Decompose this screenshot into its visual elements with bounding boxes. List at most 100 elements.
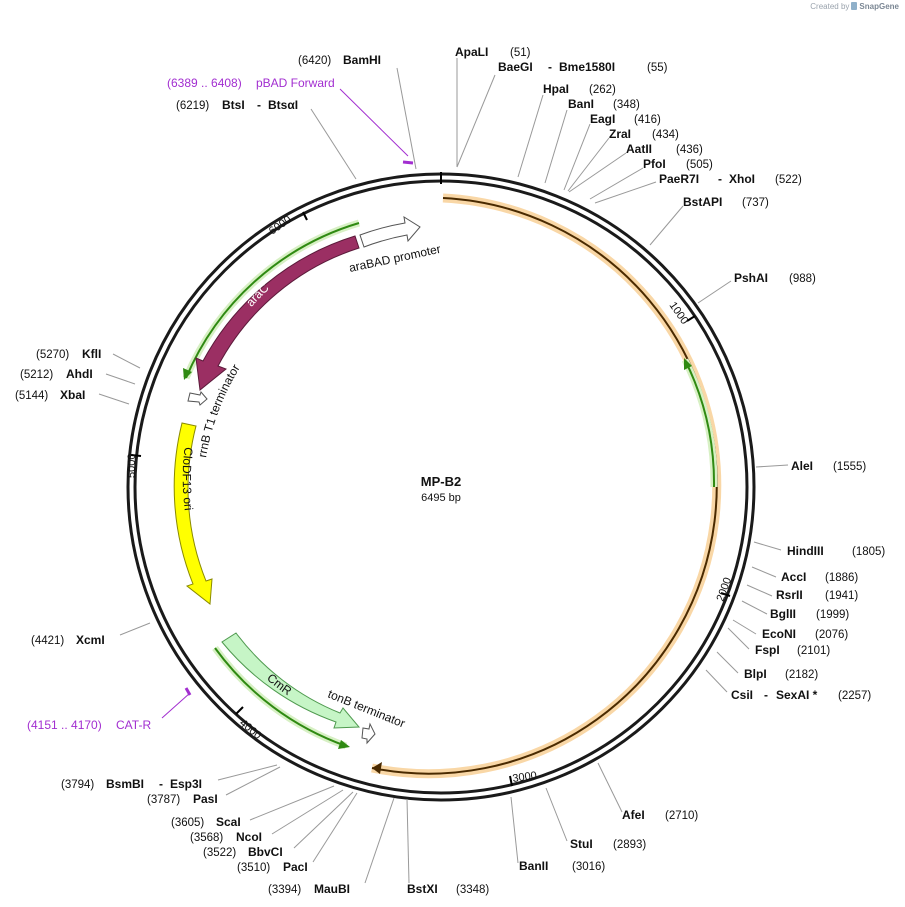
enzyme-name: NcoI — [236, 830, 262, 844]
enzyme-name: ScaI — [216, 815, 241, 829]
enzyme-pos: (2076) — [815, 629, 848, 641]
enzyme-pos: (262) — [589, 84, 616, 96]
enzyme-csii[interactable]: CsiI-SexAI *(2257) — [731, 688, 871, 702]
primer-mark-cat-r — [184, 687, 192, 696]
enzyme-eagi[interactable]: EagI(416) — [590, 112, 661, 126]
feature-tonb-terminator[interactable] — [361, 722, 376, 745]
enzyme-paer7i[interactable]: PaeR7I-XhoI(522) — [659, 172, 802, 186]
enzyme-bstapi[interactable]: BstAPI (737) — [683, 195, 769, 209]
enzyme-maubi[interactable]: (3394) MauBI — [268, 882, 350, 896]
enzyme-kfli[interactable]: (5270)KflI — [36, 347, 101, 361]
enzyme-afei[interactable]: AfeI(2710) — [622, 808, 698, 822]
enzyme-sep: - — [257, 98, 261, 112]
enzyme-pos: (436) — [676, 144, 703, 156]
enzyme-pos: (737) — [742, 197, 769, 209]
enzyme-name: AhdI — [66, 367, 93, 381]
credit-prefix: Created by — [810, 2, 850, 11]
enzyme-paci[interactable]: (3510)PacI — [237, 860, 308, 874]
enzyme-baegi[interactable]: BaeGI-Bme1580I(55) — [498, 60, 668, 74]
enzyme-name: BanII — [519, 859, 548, 873]
enzyme-apali[interactable]: ApaLI(51) — [455, 45, 531, 59]
enzyme-name: BsmBI — [106, 777, 144, 791]
enzyme-bbvci[interactable]: (3522)BbvCI — [203, 845, 283, 859]
enzyme-name: AccI — [781, 570, 806, 584]
enzyme-pos: (434) — [652, 129, 679, 141]
enzyme-blpi[interactable]: BlpI(2182) — [744, 667, 818, 681]
enzyme-pos: (5144) — [15, 390, 48, 402]
green-arc-cmr — [214, 647, 347, 747]
feature-clodf13-ori[interactable] — [173, 422, 213, 605]
enzyme-pos: (348) — [613, 99, 640, 111]
enzyme-ncoi[interactable]: (3568) NcoI — [190, 830, 262, 844]
enzyme-banii[interactable]: BanII (3016) — [519, 859, 605, 873]
feature-arac[interactable] — [195, 235, 360, 391]
enzyme-name: BstAPI — [683, 195, 722, 209]
primer-leader-lines — [161, 88, 409, 719]
enzyme-xcmi[interactable]: (4421)XcmI — [31, 633, 105, 647]
primer-pbad-forward[interactable]: (6389 .. 6408)pBAD Forward — [167, 76, 335, 90]
enzyme-pos: (2257) — [838, 690, 871, 702]
enzyme-pos: (51) — [510, 47, 531, 59]
plasmid-length: 6495 bp — [421, 492, 461, 504]
enzyme-name2: Bme1580I — [559, 60, 615, 74]
snapgene-logo-icon — [851, 2, 858, 10]
enzyme-pos: (2182) — [785, 669, 818, 681]
enzyme-name: XbaI — [60, 388, 85, 402]
enzyme-leader-lines — [98, 58, 789, 884]
enzyme-pos: (3016) — [572, 861, 605, 873]
enzyme-name: AfeI — [622, 808, 645, 822]
tick-label-4000: 4000 — [237, 717, 263, 742]
enzyme-pshai[interactable]: PshAI(988) — [734, 271, 816, 285]
enzyme-name2: BtsαI — [268, 98, 298, 112]
enzyme-aatii[interactable]: AatII(436) — [626, 142, 703, 156]
primer-range: (6389 .. 6408) — [167, 76, 242, 90]
enzyme-name2: Esp3I — [170, 777, 202, 791]
enzyme-hpai[interactable]: HpaI(262) — [543, 82, 616, 96]
enzyme-bamhi[interactable]: (6420)BamHI — [298, 53, 381, 67]
enzyme-zrai[interactable]: ZraI (434) — [609, 127, 679, 141]
plasmid-name: MP-B2 — [421, 474, 461, 489]
enzyme-pos: (1555) — [833, 461, 866, 473]
green-arc-right-arrowhead — [684, 358, 692, 370]
label-ori-path: CloDF13 ori — [180, 447, 196, 512]
enzyme-pos: (3568) — [190, 832, 223, 844]
enzyme-ahdi[interactable]: (5212)AhdI — [20, 367, 93, 381]
enzyme-pos: (1805) — [852, 546, 885, 558]
enzyme-btsi[interactable]: (6219)BtsI-BtsαI — [176, 98, 298, 112]
enzyme-pos: (3605) — [171, 817, 204, 829]
orf-line — [371, 197, 718, 775]
feature-arabad-promoter[interactable] — [359, 215, 421, 248]
enzyme-scai[interactable]: (3605) ScaI — [171, 815, 241, 829]
enzyme-sep: - — [764, 688, 768, 702]
enzyme-econi[interactable]: EcoNI(2076) — [762, 627, 848, 641]
feature-rrnb-terminator[interactable] — [187, 391, 208, 406]
enzyme-hindiii[interactable]: HindIII(1805) — [787, 544, 885, 558]
primer-name: CAT-R — [116, 718, 151, 732]
enzyme-bsmbi[interactable]: (3794)BsmBI-Esp3I — [61, 777, 202, 791]
enzyme-pos: (3348) — [456, 884, 489, 896]
enzyme-pos: (4421) — [31, 635, 64, 647]
enzyme-name: MauBI — [314, 882, 350, 896]
enzyme-bstxi[interactable]: BstXI(3348) — [407, 882, 489, 896]
enzyme-pos: (3510) — [237, 862, 270, 874]
enzyme-pasi[interactable]: (3787)PasI — [147, 792, 218, 806]
enzyme-pos: (3394) — [268, 884, 301, 896]
enzyme-xbai[interactable]: (5144) XbaI — [15, 388, 85, 402]
enzyme-fspi[interactable]: FspI(2101) — [755, 643, 830, 657]
primer-mark-pbad-forward — [402, 160, 414, 165]
enzyme-alei[interactable]: AleI (1555) — [791, 459, 866, 473]
enzyme-name: AleI — [791, 459, 813, 473]
enzyme-name: BtsI — [222, 98, 245, 112]
primer-cat-r[interactable]: (4151 .. 4170)CAT-R — [27, 718, 151, 732]
tick-label-2000: 2000 — [715, 576, 735, 603]
enzyme-bglii[interactable]: BglII(1999) — [770, 607, 849, 621]
enzyme-bani[interactable]: BanI(348) — [568, 97, 640, 111]
enzyme-pos: (416) — [634, 114, 661, 126]
enzyme-name: CsiI — [731, 688, 753, 702]
feature-cmr[interactable] — [221, 632, 361, 729]
enzyme-stui[interactable]: StuI(2893) — [570, 837, 646, 851]
enzyme-pfoi[interactable]: PfoI(505) — [643, 157, 713, 171]
enzyme-rsrii[interactable]: RsrII(1941) — [776, 588, 858, 602]
enzyme-name: ZraI — [609, 127, 631, 141]
enzyme-acci[interactable]: AccI(1886) — [781, 570, 858, 584]
